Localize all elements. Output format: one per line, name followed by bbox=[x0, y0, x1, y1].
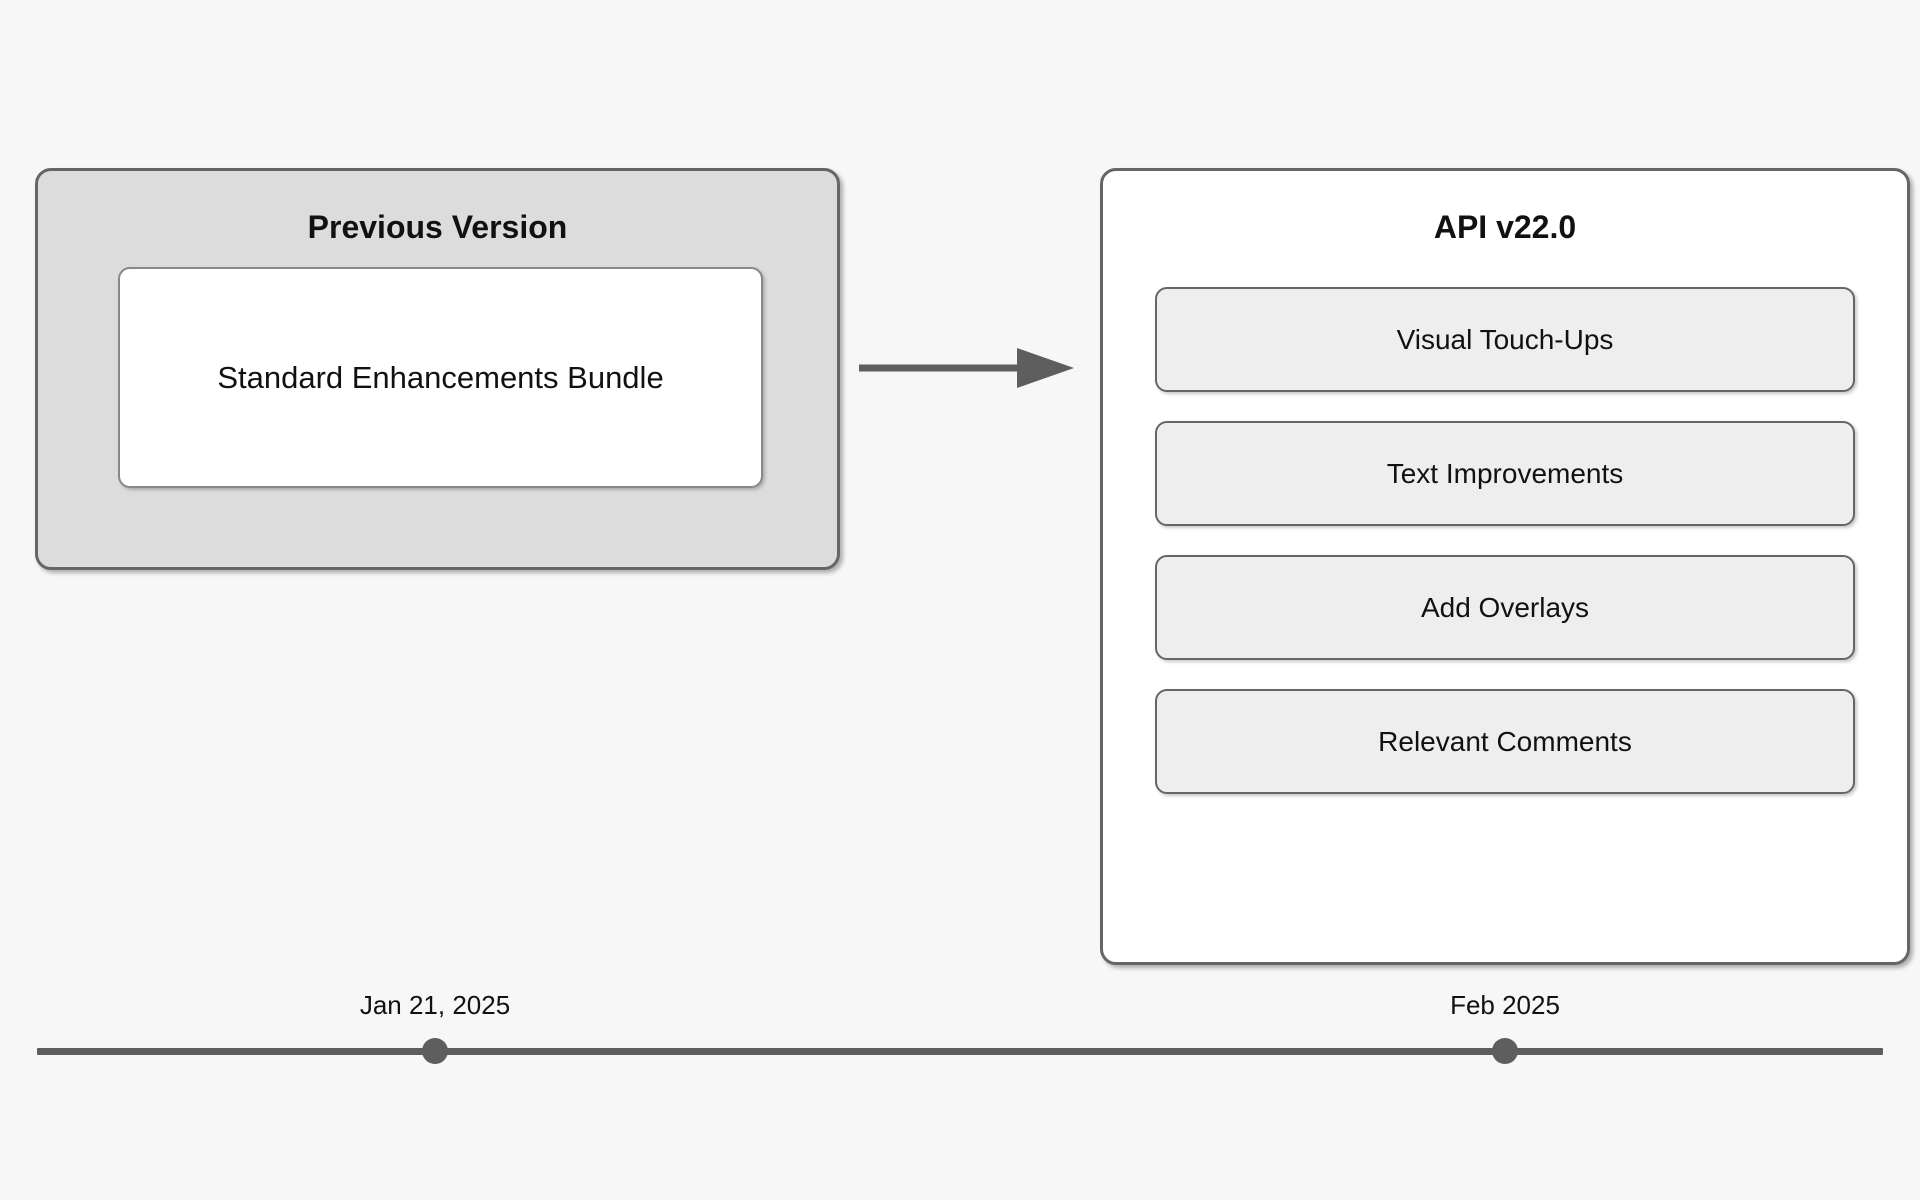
timeline-marker-feb-2025[interactable] bbox=[1492, 1038, 1518, 1064]
previous-version-panel[interactable]: Previous Version Standard Enhancements B… bbox=[35, 168, 840, 570]
timeline-axis-line bbox=[37, 1048, 1883, 1055]
feature-box-add-overlays[interactable]: Add Overlays bbox=[1155, 555, 1855, 660]
timeline-marker-jan-21-2025[interactable] bbox=[422, 1038, 448, 1064]
timeline-label-jan-21-2025: Jan 21, 2025 bbox=[359, 990, 511, 1020]
feature-label: Visual Touch-Ups bbox=[1396, 323, 1614, 355]
timeline-label-feb-2025: Feb 2025 bbox=[1450, 990, 1560, 1020]
standard-enhancements-bundle-label: Standard Enhancements Bundle bbox=[217, 359, 664, 395]
standard-enhancements-bundle-box[interactable]: Standard Enhancements Bundle bbox=[118, 267, 763, 488]
feature-box-relevant-comments[interactable]: Relevant Comments bbox=[1155, 689, 1855, 794]
api-feature-list: Visual Touch-Ups Text Improvements Add O… bbox=[1155, 287, 1855, 823]
arrow-right-icon bbox=[859, 348, 1074, 388]
feature-box-text-improvements[interactable]: Text Improvements bbox=[1155, 421, 1855, 526]
feature-label: Add Overlays bbox=[1420, 591, 1590, 623]
feature-label: Relevant Comments bbox=[1378, 725, 1632, 757]
previous-version-title: Previous Version bbox=[307, 209, 568, 245]
api-version-title: API v22.0 bbox=[1433, 209, 1577, 245]
feature-label: Text Improvements bbox=[1386, 457, 1624, 489]
api-version-panel[interactable]: API v22.0 Visual Touch-Ups Text Improvem… bbox=[1100, 168, 1910, 965]
feature-box-visual-touch-ups[interactable]: Visual Touch-Ups bbox=[1155, 287, 1855, 392]
release-timeline: Jan 21, 2025 Feb 2025 bbox=[0, 990, 1920, 1110]
